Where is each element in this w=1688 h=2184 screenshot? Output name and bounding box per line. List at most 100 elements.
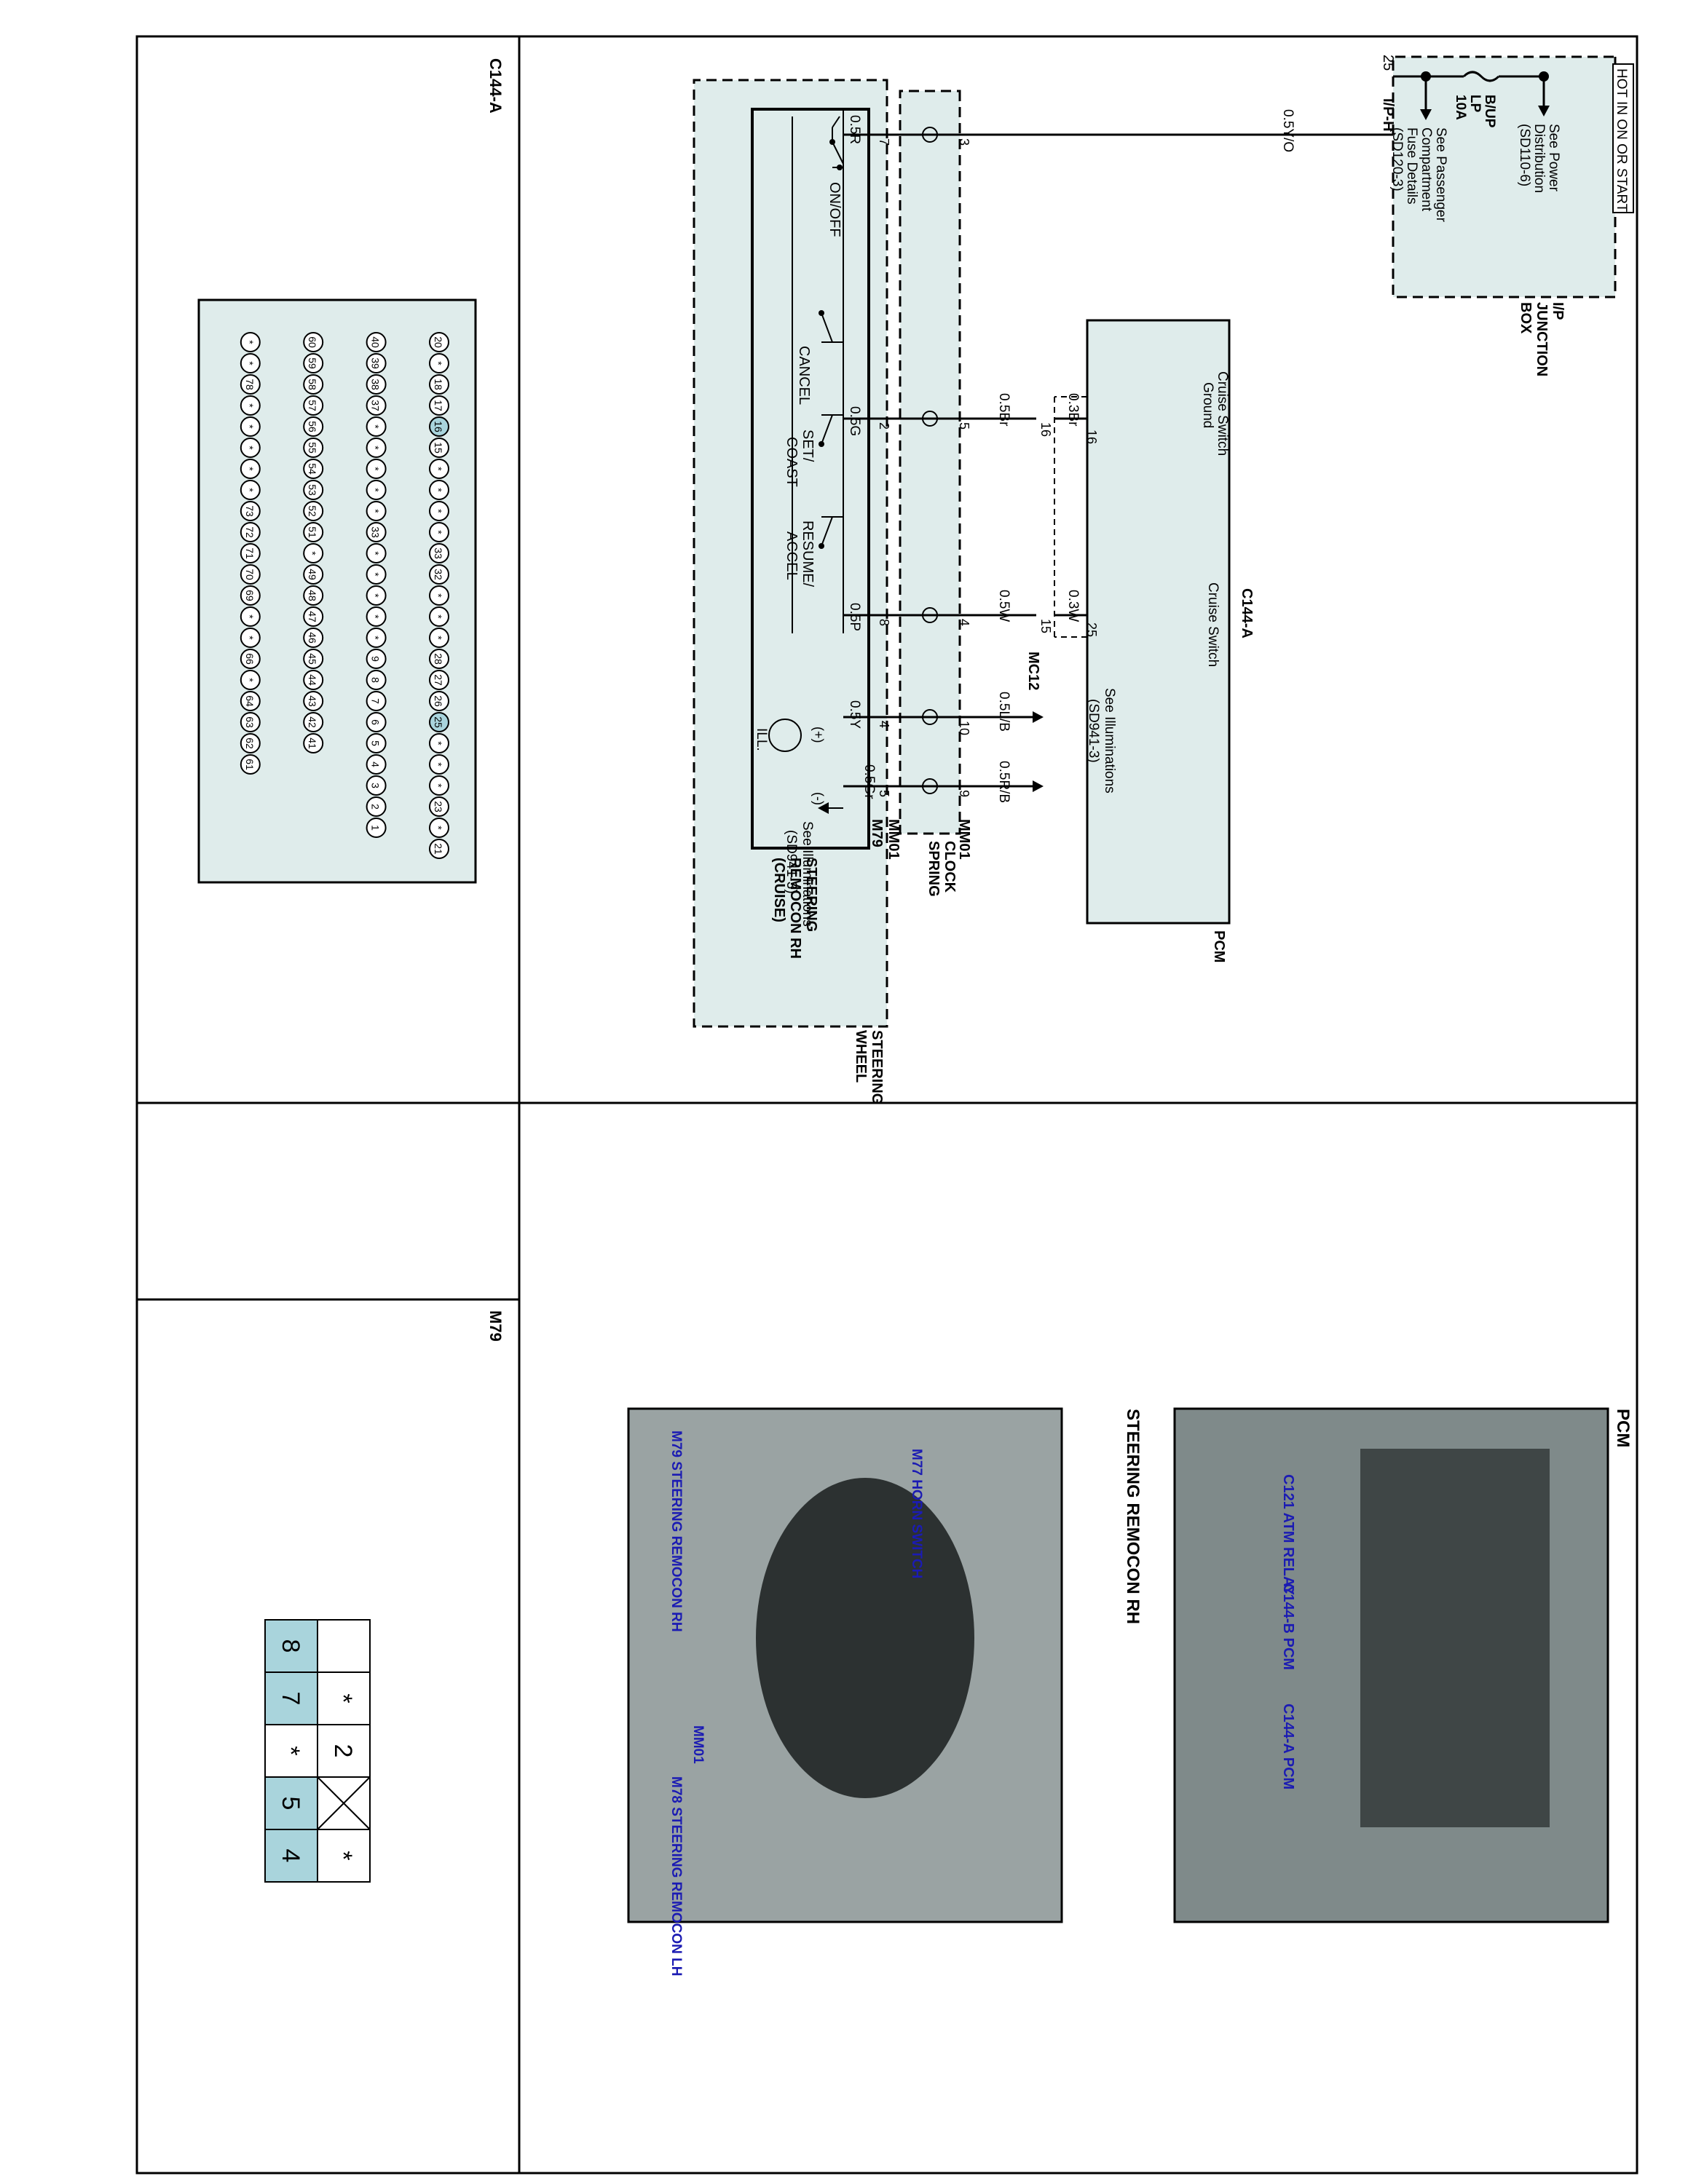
remocon-photo-label-m79: M79 STEERING REMOCON RH [669, 1431, 684, 1632]
c144a-pin [240, 691, 261, 711]
set-contact [821, 414, 833, 445]
wire-label-br03: 0.3Br [1065, 393, 1081, 427]
c144a-pin [429, 796, 449, 817]
switch-resume-1: RESUME/ [800, 521, 816, 587]
pcm-photo-label-c144a: C144-A PCM [1280, 1704, 1296, 1789]
illum-note-bottom-1: See Illuminations [800, 821, 815, 927]
c144a-pin-label: 54 [307, 463, 318, 475]
m79-pin-grid: *2*87*54 [264, 1619, 371, 1883]
c144a-pin [366, 438, 387, 458]
c144a-pin-label: * [244, 614, 256, 619]
clock-spring: CLOCK SPRING MM01 MM01 [886, 90, 972, 897]
steering-wheel-label-2: WHEEL [853, 1030, 869, 1083]
wire-label-p: 0.5P [847, 603, 862, 631]
junction-box-label-3: BOX [1518, 302, 1534, 334]
clock-pin-3: 3 [957, 138, 971, 146]
c144a-pin [429, 691, 449, 711]
c144a-pin-label: 40 [370, 336, 382, 348]
m79-pin-label: 5 [277, 1797, 304, 1811]
c144a-pin-label: 60 [307, 336, 318, 348]
c144a-pin [366, 606, 387, 627]
m79-pin-7: 7 [877, 138, 891, 146]
c144a-pin-label: * [244, 340, 256, 344]
mm01-connector-upper: MM01 [956, 819, 972, 860]
mc12-pin-15: 15 [1038, 619, 1053, 633]
steering-wheel-shape [756, 1478, 974, 1798]
c144a-pin-label: 37 [370, 400, 382, 411]
c144a-pin-label: * [244, 636, 256, 640]
c144a-pin-label: 23 [433, 801, 444, 812]
pcm-ground-label-2: Ground [1200, 382, 1215, 428]
c144a-pin [303, 733, 324, 753]
m79-pin-2: 2 [877, 422, 891, 430]
c144a-pin [366, 374, 387, 395]
m79-pin-cell [264, 1829, 318, 1883]
c144a-pin [303, 353, 324, 373]
c144a-pin-label: * [370, 593, 382, 598]
coil-icon-5 [922, 411, 938, 427]
c144a-pin-label: 21 [433, 843, 444, 855]
wire-label-w03: 0.3W [1065, 590, 1081, 622]
c144a-pin-label: * [433, 614, 444, 619]
pcm-photo-module-shape [1360, 1449, 1550, 1827]
pcm-photo-panel: PCM C121 ATM RELAY C144-B PCM C144-A PCM [1173, 1407, 1633, 1923]
c144a-pin [366, 670, 387, 690]
c144a-pin [429, 628, 449, 648]
ip-junction-box: HOT IN ON OR START I/P JUNCTION BOX See … [1380, 55, 1634, 376]
c144a-pin [303, 543, 324, 563]
c144a-pin [366, 353, 387, 373]
coil-icon-10 [922, 709, 938, 725]
c144a-pin [240, 438, 261, 458]
c144a-pin-label: 62 [244, 737, 256, 749]
clock-pin-4: 4 [957, 619, 971, 626]
c144a-pin-grid: 20*18171615****3332***28272625***23*2140… [240, 332, 449, 859]
wire-harness: 0.5Y/O 0.5R 0.3Br 0.5Br 0.5G 0.3W 0.5W 0… [784, 109, 1393, 927]
c144a-pin-label: 41 [307, 737, 318, 749]
c144a-pin-label: 3 [370, 783, 382, 788]
c144a-pin-label: * [433, 488, 444, 492]
c144a-pin-label: 66 [244, 653, 256, 665]
wire-label-y: 0.5Y [847, 700, 862, 729]
c144a-pin-label: * [244, 446, 256, 450]
m79-pin-label: 8 [277, 1639, 304, 1653]
m79-pin-4: 4 [877, 721, 891, 728]
c144a-pin [366, 691, 387, 711]
c144a-pin [303, 459, 324, 479]
c144a-pin [429, 839, 449, 859]
clock-pin-5: 5 [957, 422, 971, 430]
c144a-pin-label: 52 [307, 505, 318, 517]
c144a-pin [303, 628, 324, 648]
power-dist-2: Distribution [1531, 124, 1547, 193]
coil-icon-4 [922, 607, 938, 623]
hot-header: HOT IN ON OR START [1614, 68, 1629, 213]
c144a-pin [429, 416, 449, 437]
c144a-pin-label: 7 [370, 698, 382, 704]
c144a-pin-label: 20 [433, 336, 444, 348]
c144a-pin [429, 712, 449, 732]
c144a-pin [429, 459, 449, 479]
switch-set-1: SET/ [800, 430, 816, 462]
c144a-pin-label: * [370, 488, 382, 492]
c144a-pin [303, 606, 324, 627]
c144a-pin [366, 416, 387, 437]
c144a-pin [240, 670, 261, 690]
m79-pin-label: * [329, 1693, 357, 1703]
c144a-pin-label: * [433, 826, 444, 830]
c144a-pin [366, 501, 387, 521]
pcm-module: PCM Cruise Switch Ground Cruise Switch C… [1086, 319, 1255, 962]
c144a-pin-label: 26 [433, 695, 444, 707]
c144a-pin-label: 38 [370, 379, 382, 390]
power-dist-3: (SD110-6) [1517, 124, 1532, 186]
c144a-pin-label: 53 [307, 484, 318, 496]
fuse-icon [1462, 71, 1500, 82]
c144a-pin [303, 712, 324, 732]
m79-connector-view: M79 *2*87*54 [264, 1310, 505, 1883]
c144a-pin [429, 585, 449, 606]
c144a-pin [303, 691, 324, 711]
c144a-pin [240, 416, 261, 437]
wire-label-gr: 0.5Gr [861, 764, 877, 799]
pcm-label: PCM [1211, 930, 1227, 962]
